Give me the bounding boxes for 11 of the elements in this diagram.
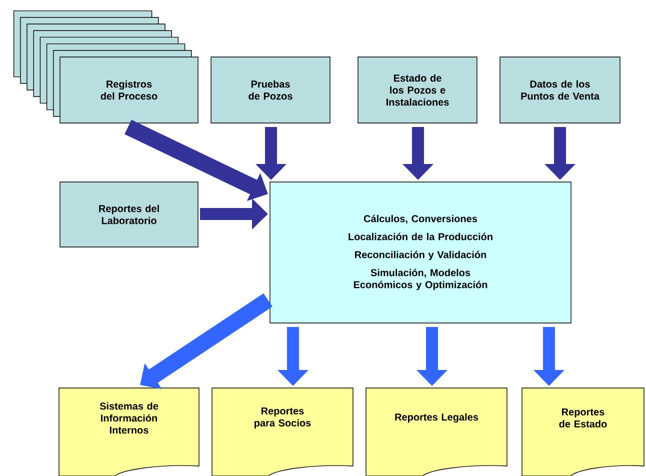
data-source-box: Registros del Proceso <box>60 56 198 124</box>
report-document: Reportes para Socios <box>212 388 354 476</box>
data-source-box: Estado de los Pozos e Instalaciones <box>358 56 478 124</box>
report-document: Reportes Legales <box>366 388 508 476</box>
report-document: Reportes de Estado <box>522 388 644 476</box>
process-box: Cálculos, Conversiones Localización de la Producción Reconciliación y Validación Simulación, Modelos Económicos y Optimización <box>270 182 572 324</box>
report-document: Sistemas de Información Internos <box>58 388 200 476</box>
block-arrow <box>140 293 272 390</box>
data-source-box: Datos de los Puntos de Venta <box>500 56 620 124</box>
data-source-box: Pruebas de Pozos <box>210 56 330 124</box>
data-source-box: Reportes del Laboratorio <box>60 182 198 248</box>
